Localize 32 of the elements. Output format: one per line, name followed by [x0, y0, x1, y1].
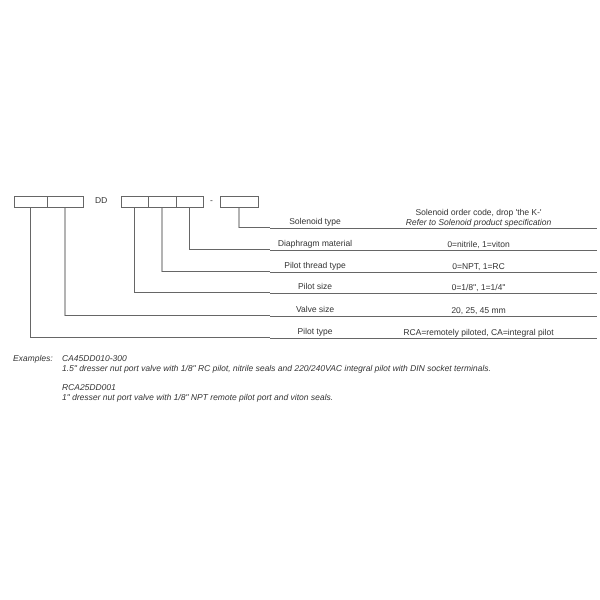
field-name: Diaphragm material [276, 238, 354, 249]
code-box [47, 196, 84, 208]
field-description: 0=1/8", 1=1/4" [452, 282, 506, 292]
leader-line [238, 206, 270, 228]
field-name: Pilot size [296, 281, 333, 292]
code-box [176, 196, 204, 208]
spec-note: Refer to Solenoid product specification [406, 217, 552, 227]
code-box [14, 196, 48, 208]
leader-line [134, 206, 270, 293]
code-box [220, 196, 259, 208]
code-box [121, 196, 149, 208]
field-name: Valve size [294, 304, 336, 315]
leader-line [189, 206, 270, 250]
examples-heading: Examples: [13, 353, 53, 364]
code-separator: - [210, 195, 213, 206]
field-description: RCA=remotely piloted, CA=integral pilot [403, 327, 554, 337]
leader-line [30, 206, 270, 338]
field-description: 20, 25, 45 mm [451, 305, 506, 315]
field-description: 0=NPT, 1=RC [452, 261, 505, 271]
field-name: Pilot thread type [283, 260, 347, 271]
leader-line [64, 206, 270, 316]
code-letters: DD [95, 195, 108, 206]
example-code: CA45DD010-300 [62, 353, 127, 364]
leader-line [162, 206, 270, 272]
field-description: Solenoid order code, drop 'the K-' [415, 207, 542, 217]
field-name: Pilot type [296, 326, 334, 337]
field-name: Solenoid type [288, 216, 342, 227]
example-description: 1.5" dresser nut port valve with 1/8" RC pilot, nitrile seals and 220/240VAC integral pilot with DIN socket terminals. [62, 363, 491, 374]
example-code: RCA25DD001 [62, 382, 116, 393]
code-box [148, 196, 177, 208]
example-description: 1" dresser nut port valve with 1/8" NPT remote pilot port and viton seals. [62, 392, 334, 403]
field-description: 0=nitrile, 1=viton [447, 239, 510, 249]
